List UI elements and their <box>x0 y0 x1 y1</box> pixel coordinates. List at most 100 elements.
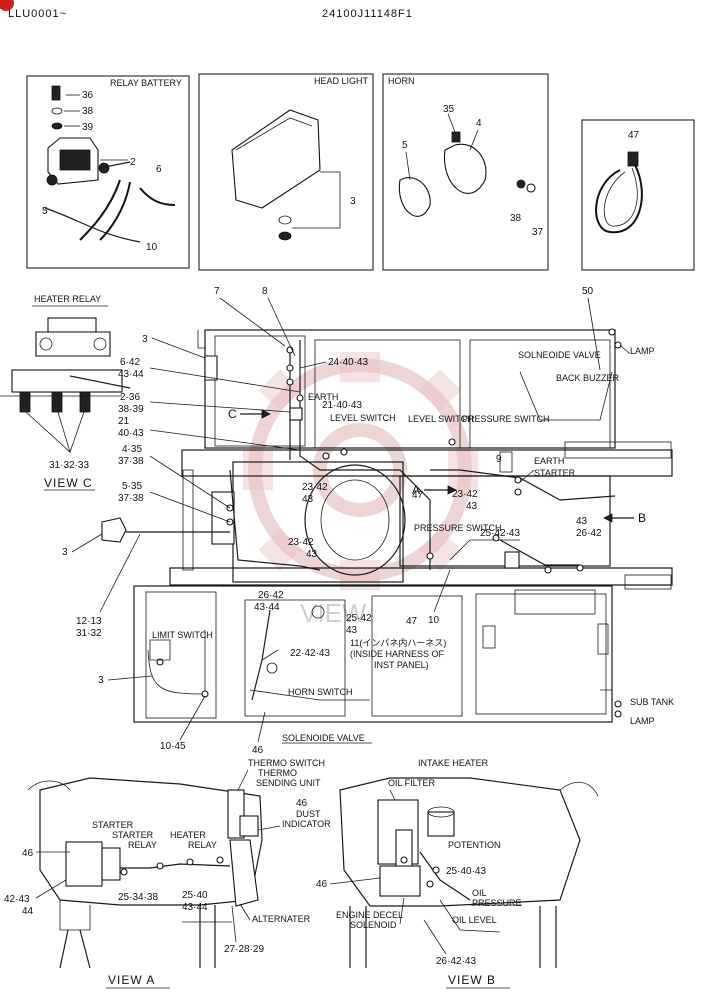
ref-6: 6 <box>156 164 162 175</box>
ref-5-35: 5·35 <box>122 481 142 492</box>
label-lamp-top: LAMP <box>630 346 655 356</box>
ref-3-left: 3 <box>62 547 68 558</box>
va-thermo-sending-2: SENDING UNIT <box>256 778 321 788</box>
bolt-icon <box>51 85 61 101</box>
corner-marker <box>0 0 14 11</box>
ref-31-32-33: 31·32·33 <box>49 460 89 471</box>
ref-25-42-43: 25·42·43 <box>480 528 520 539</box>
va-heater-relay-2: RELAY <box>188 840 217 850</box>
ref-21: 21 <box>118 416 130 427</box>
inset-relay-battery: RELAY BATTERY 36 38 39 2 6 5 10 <box>26 75 190 269</box>
ref-37-38-b: 37·38 <box>118 493 144 504</box>
label-harness-en-1: (INSIDE HARNESS OF <box>350 649 445 659</box>
va-ref-46-top: 46 <box>296 798 308 809</box>
va-alternater: ALTERNATER <box>252 914 311 924</box>
ref-43-e: 43 <box>346 625 358 636</box>
va-thermo-switch: THERMO SWITCH <box>248 758 325 768</box>
ref-26-42-a: 26·42 <box>576 528 602 539</box>
ref-10-main: 10 <box>428 615 440 626</box>
ref-21-40-43: 21·40·43 <box>322 400 362 411</box>
ref-2: 2 <box>130 157 136 168</box>
ref-38-39: 38·39 <box>118 404 144 415</box>
inset-lamp-band: 47 <box>581 119 695 271</box>
label-earth-top: EARTH <box>308 392 338 402</box>
label-sub-tank: SUB TANK <box>630 697 674 707</box>
label-level-switch-1: LEVEL SWITCH <box>330 413 396 423</box>
label-limit-switch: LIMIT SWITCH <box>152 630 213 640</box>
ref-25-42-b: 25·42 <box>346 613 372 624</box>
vb-ref-26-42-43: 26·42·43 <box>436 956 476 967</box>
vb-oil-filter: OIL FILTER <box>388 778 436 788</box>
ref-47-b: 47 <box>406 616 418 627</box>
ref-43-a: 43 <box>302 494 314 505</box>
ref-23-42-c: 23·42 <box>452 489 478 500</box>
ref-47-a: 47 <box>412 490 424 501</box>
va-ref-46: 46 <box>22 848 34 859</box>
arrow-a-head-icon <box>447 485 457 495</box>
ref-24-40-43: 24·40·43 <box>328 357 368 368</box>
ref-40-43: 40·43 <box>118 428 144 439</box>
view-a-engine: THERMO SWITCH THERMO SENDING UNIT 46 DUS… <box>4 758 331 989</box>
vb-ref-46: 46 <box>316 879 328 890</box>
vb-intake-heater: INTAKE HEATER <box>418 758 489 768</box>
ref-50: 50 <box>582 286 594 297</box>
ref-39: 39 <box>82 122 94 133</box>
ref-3-lower: 3 <box>98 675 104 686</box>
arrow-c-head-icon <box>261 409 271 419</box>
ref-3-headlight: 3 <box>350 196 356 207</box>
view-b-engine: INTAKE HEATER OIL FILTER POTENTION 25·40… <box>316 758 599 989</box>
ref-23-42-b: 23·42 <box>288 537 314 548</box>
inset-head-light-title: HEAD LIGHT <box>314 76 369 86</box>
vb-engine-decel-1: ENGINE DECEL <box>336 910 403 920</box>
ref-43-44-b: 43·44 <box>254 602 280 613</box>
ref-8: 8 <box>262 286 268 297</box>
main-chassis-view: 7 8 50 3 6·42 43·44 2·36 38·39 21 40·43 … <box>62 286 674 756</box>
vb-oil-pressure-1: OIL <box>472 888 487 898</box>
ref-5: 5 <box>42 206 48 217</box>
label-arrow-a: A <box>412 483 421 497</box>
vb-ref-25-40-43: 25·40·43 <box>446 866 486 877</box>
ref-38: 38 <box>82 106 94 117</box>
ref-2-36: 2·36 <box>120 392 140 403</box>
vb-oil-pressure-2: PRESSURE <box>472 898 522 908</box>
ref-43-b: 43 <box>306 549 318 560</box>
va-ref-25-34-38: 25·34·38 <box>118 892 158 903</box>
ref-26-42-b: 26·42 <box>258 590 284 601</box>
view-c-label: VIEW C <box>44 476 93 490</box>
inset-horn-title: HORN <box>388 76 415 86</box>
va-starter-relay-1: STARTER <box>112 830 154 840</box>
va-heater-relay-1: HEATER <box>170 830 206 840</box>
label-pressure-switch-1: PRESSURE SWITCH <box>462 414 550 424</box>
ref-3-main: 3 <box>142 334 148 345</box>
va-dust-indicator-1: DUST <box>296 809 321 819</box>
inset-relay-battery-title: RELAY BATTERY <box>110 78 182 88</box>
ref-7: 7 <box>214 286 220 297</box>
ref-43-d: 43 <box>576 516 588 527</box>
view-b-title: VIEW B <box>448 973 496 987</box>
inset-horn: HORN 35 4 5 38 37 <box>382 73 549 271</box>
label-arrow-c: C <box>228 407 238 421</box>
va-ref-43-44: 43·44 <box>182 902 208 913</box>
label-solenoide-valve-bottom: SOLENOIDE VALVE <box>282 733 365 743</box>
va-ref-44: 44 <box>22 906 34 917</box>
ref-47-band: 47 <box>628 130 640 141</box>
heater-relay-title: HEATER RELAY <box>34 294 101 304</box>
ref-37-38-a: 37·38 <box>118 456 144 467</box>
va-ref-25-40: 25·40 <box>182 890 208 901</box>
label-level-switch-2: LEVEL SWITCH <box>408 414 474 424</box>
label-arrow-b: B <box>638 511 647 525</box>
va-starter-relay-2: RELAY <box>128 840 157 850</box>
watermark-text: VIEW <box>300 598 367 628</box>
inset-head-light: HEAD LIGHT 3 <box>198 73 374 271</box>
ref-36: 36 <box>82 90 94 101</box>
vb-oil-level: OIL LEVEL <box>452 915 497 925</box>
label-harness-en-2: INST PANEL) <box>374 660 429 670</box>
label-back-buzzer: BACK BUZZER <box>556 373 620 383</box>
va-ref-27-28-29: 27·28·29 <box>224 944 264 955</box>
inset-heater-relay: HEATER RELAY 31·32·33 VIEW C <box>0 294 131 491</box>
ref-9: 9 <box>496 454 502 465</box>
ref-37-horn: 37 <box>532 227 544 238</box>
ref-4: 4 <box>476 118 482 129</box>
ref-43-c: 43 <box>466 501 478 512</box>
